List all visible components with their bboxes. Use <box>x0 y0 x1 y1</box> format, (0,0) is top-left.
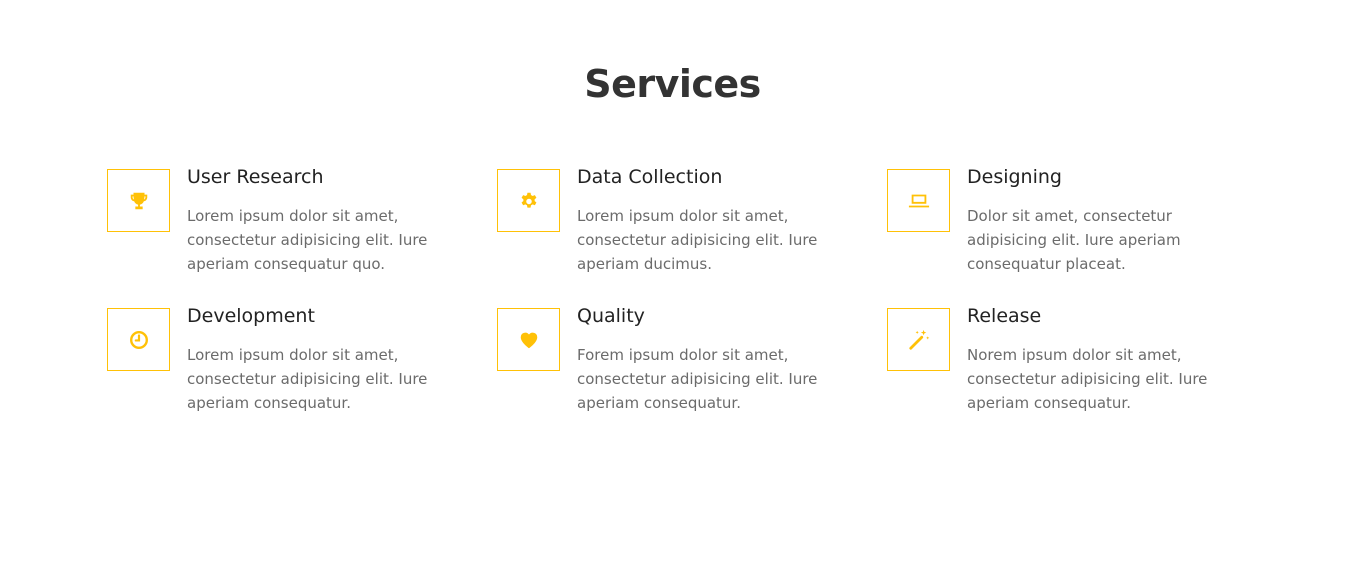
service-icon-box <box>497 169 560 232</box>
trophy-icon <box>130 192 147 209</box>
service-description: Lorem ipsum dolor sit amet, consectetur … <box>187 346 428 412</box>
service-description: Forem ipsum dolor sit amet, consectetur … <box>577 346 818 412</box>
laptop-icon <box>908 194 929 207</box>
service-item-data-collection: Data Collection Lorem ipsum dolor sit am… <box>497 166 867 296</box>
service-description: Lorem ipsum dolor sit amet, consectetur … <box>187 207 428 273</box>
service-item-quality: Quality Forem ipsum dolor sit amet, cons… <box>497 305 867 435</box>
service-icon-box <box>107 308 170 371</box>
service-icon-box <box>887 308 950 371</box>
gear-icon <box>521 192 536 208</box>
service-description: Norem ipsum dolor sit amet, consectetur … <box>967 346 1208 412</box>
service-title: Development <box>187 305 315 327</box>
service-icon-box <box>887 169 950 232</box>
service-icon-box <box>497 308 560 371</box>
section-title: Services <box>584 62 761 106</box>
service-description: Dolor sit amet, consectetur adipisicing … <box>967 207 1181 273</box>
service-item-release: Release Norem ipsum dolor sit amet, cons… <box>887 305 1257 435</box>
magic-wand-icon <box>908 329 929 350</box>
clock-icon <box>129 330 148 349</box>
service-title: Release <box>967 305 1042 327</box>
heart-icon <box>520 332 537 348</box>
service-item-user-research: User Research Lorem ipsum dolor sit amet… <box>107 166 477 296</box>
service-title: Quality <box>577 305 645 327</box>
service-title: User Research <box>187 166 324 188</box>
service-icon-box <box>107 169 170 232</box>
service-item-designing: Designing Dolor sit amet, consectetur ad… <box>887 166 1257 296</box>
service-description: Lorem ipsum dolor sit amet, consectetur … <box>577 207 818 273</box>
service-title: Data Collection <box>577 166 723 188</box>
service-title: Designing <box>967 166 1062 188</box>
service-item-development: Development Lorem ipsum dolor sit amet, … <box>107 305 477 435</box>
